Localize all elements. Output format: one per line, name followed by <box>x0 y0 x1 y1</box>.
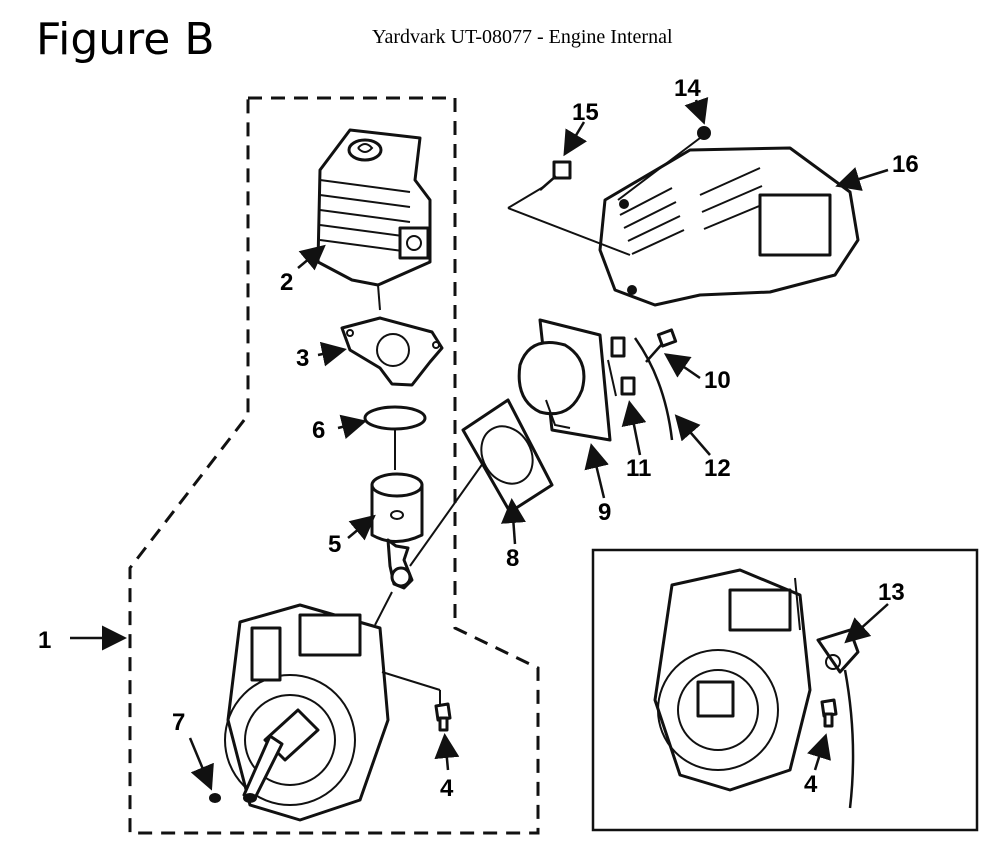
figure-label: Figure B <box>36 14 215 65</box>
callout-4: 4 <box>440 775 454 802</box>
figure-title: Yardvark UT-08077 - Engine Internal <box>372 26 673 48</box>
callout-15: 15 <box>572 99 599 126</box>
intake-gasket-part <box>461 398 554 514</box>
callout-7: 7 <box>172 709 185 736</box>
engine-shroud-part <box>598 146 860 307</box>
callout-2: 2 <box>280 269 293 296</box>
piston-connecting-rod-part <box>370 472 424 590</box>
carburetor-adapter-part <box>517 318 612 442</box>
callout-14: 14 <box>674 75 701 102</box>
inset-box <box>591 548 979 832</box>
callout-13: 13 <box>878 579 905 606</box>
screw-part <box>434 702 452 732</box>
callout-3: 3 <box>296 345 309 372</box>
callout-8: 8 <box>506 545 519 572</box>
callout-12: 12 <box>704 455 731 482</box>
pin-part <box>209 793 221 803</box>
callout-9: 9 <box>598 499 611 526</box>
piston-ring-part <box>363 405 427 431</box>
screw-14-part <box>617 126 711 201</box>
crankcase-part <box>224 603 390 822</box>
callout-1: 1 <box>38 627 51 654</box>
callout-16: 16 <box>892 151 919 178</box>
cylinder-gasket-part <box>340 316 444 387</box>
callout-11: 11 <box>626 455 651 482</box>
inset-screw-part <box>820 698 838 728</box>
screw-15-part <box>507 160 631 256</box>
clip-part <box>607 336 636 397</box>
assembly-boundary-dashed <box>128 96 540 835</box>
wire-part <box>633 337 674 441</box>
cylinder-part <box>316 128 432 287</box>
callout-10: 10 <box>704 367 731 394</box>
callout-5: 5 <box>328 531 341 558</box>
callout-4-inset: 4 <box>804 771 818 798</box>
callout-6: 6 <box>312 417 325 444</box>
inset-crankcase-part <box>653 568 812 792</box>
